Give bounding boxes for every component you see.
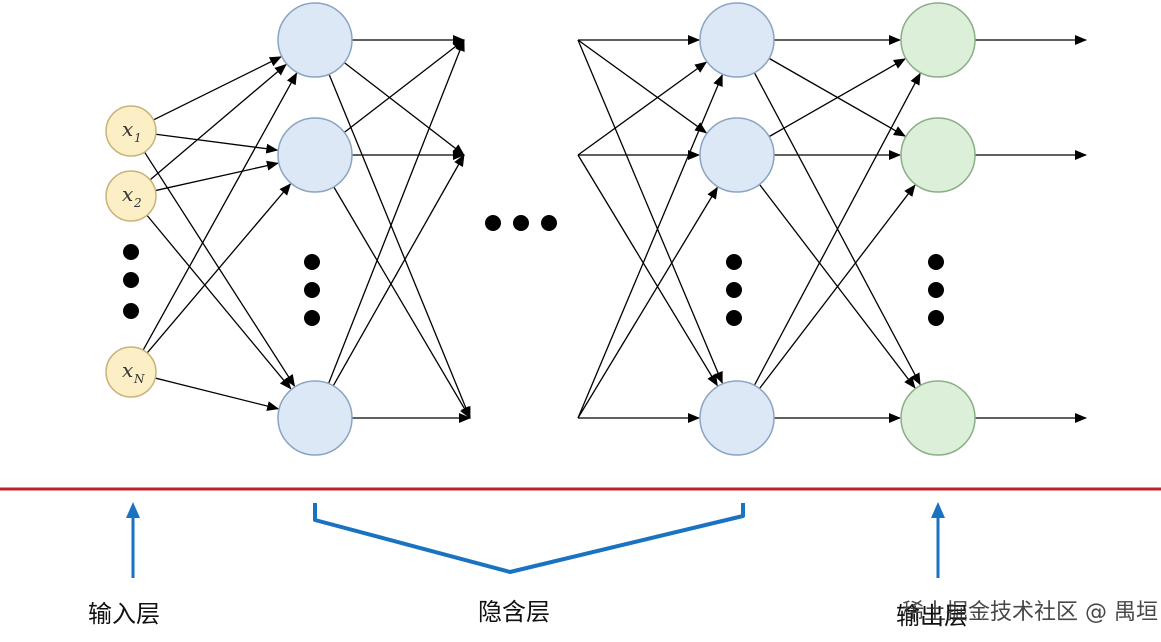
ellipsis-dot — [513, 215, 529, 231]
hidden-forward-arrow — [327, 39, 465, 384]
ellipsis-dot — [123, 272, 139, 288]
ellipsis-dot — [123, 303, 139, 319]
ellipsis-dot — [726, 310, 742, 326]
output-node — [900, 380, 976, 456]
ellipsis-dot — [928, 282, 944, 298]
hidden-node — [277, 380, 353, 456]
ellipsis-dots — [123, 215, 944, 326]
hidden-forward-arrow — [332, 154, 465, 387]
ellipsis-dot — [123, 244, 139, 260]
input-to-hidden-arrow — [146, 214, 292, 390]
input-node — [105, 346, 157, 398]
hidden-incoming-arrow — [577, 39, 723, 384]
output-node — [900, 2, 976, 78]
output-node — [900, 117, 976, 193]
input-node-label: x — [122, 182, 133, 206]
hidden-to-output-arrow — [753, 72, 921, 386]
hidden-incoming-arrow — [577, 186, 718, 419]
hidden-forward-arrow — [343, 39, 465, 133]
hidden-forward-arrow — [343, 62, 465, 156]
ellipsis-dot — [928, 310, 944, 326]
input-node-subscript: N — [133, 372, 145, 386]
hidden-forward-arrow — [328, 73, 471, 419]
ellipsis-dot — [726, 254, 742, 270]
hidden-forward-arrow — [333, 186, 471, 419]
output-layer-label: 输出层 — [896, 602, 968, 630]
annotations — [0, 487, 1161, 578]
input-node-subscript: 2 — [133, 196, 142, 210]
input-to-hidden-arrow — [155, 377, 280, 411]
hidden-incoming-arrow — [577, 74, 723, 419]
hidden-node — [699, 2, 775, 78]
input-to-hidden-arrow — [142, 72, 298, 351]
hidden-layer-label: 隐含层 — [478, 598, 550, 626]
hidden-incoming-arrow — [577, 154, 718, 387]
input-node-subscript: 1 — [134, 131, 142, 145]
input-to-hidden-arrow — [149, 63, 287, 181]
input-node — [105, 170, 157, 222]
hidden-to-output-arrow — [758, 184, 916, 389]
ellipsis-dot — [304, 282, 320, 298]
hidden-node — [699, 380, 775, 456]
input-node — [105, 105, 157, 157]
input-node-label: x — [122, 358, 133, 382]
ellipsis-dot — [304, 254, 320, 270]
hidden-incoming-arrow — [577, 61, 708, 156]
watermark: 稀土掘金技术社区 @ 禺垣 — [902, 600, 1158, 625]
input-to-hidden-arrow — [146, 183, 292, 354]
hidden-to-output-arrow — [768, 58, 906, 138]
ellipsis-dot — [928, 254, 944, 270]
hidden-layer-brace — [313, 503, 745, 574]
ellipsis-dot — [485, 215, 501, 231]
hidden-node — [277, 117, 353, 193]
input-to-hidden-arrow — [153, 56, 282, 121]
ellipsis-dot — [304, 310, 320, 326]
hidden-node — [699, 117, 775, 193]
ellipsis-dot — [541, 215, 557, 231]
input-layer-label: 输入层 — [88, 600, 160, 628]
connections — [142, 35, 1087, 423]
hidden-incoming-arrow — [577, 39, 708, 134]
input-to-hidden-arrow — [155, 133, 279, 154]
ellipsis-dot — [726, 282, 742, 298]
hidden-node — [277, 2, 353, 78]
input-to-hidden-arrow — [155, 160, 279, 192]
input-to-hidden-arrow — [143, 151, 296, 387]
input-node-label: x — [122, 117, 133, 141]
